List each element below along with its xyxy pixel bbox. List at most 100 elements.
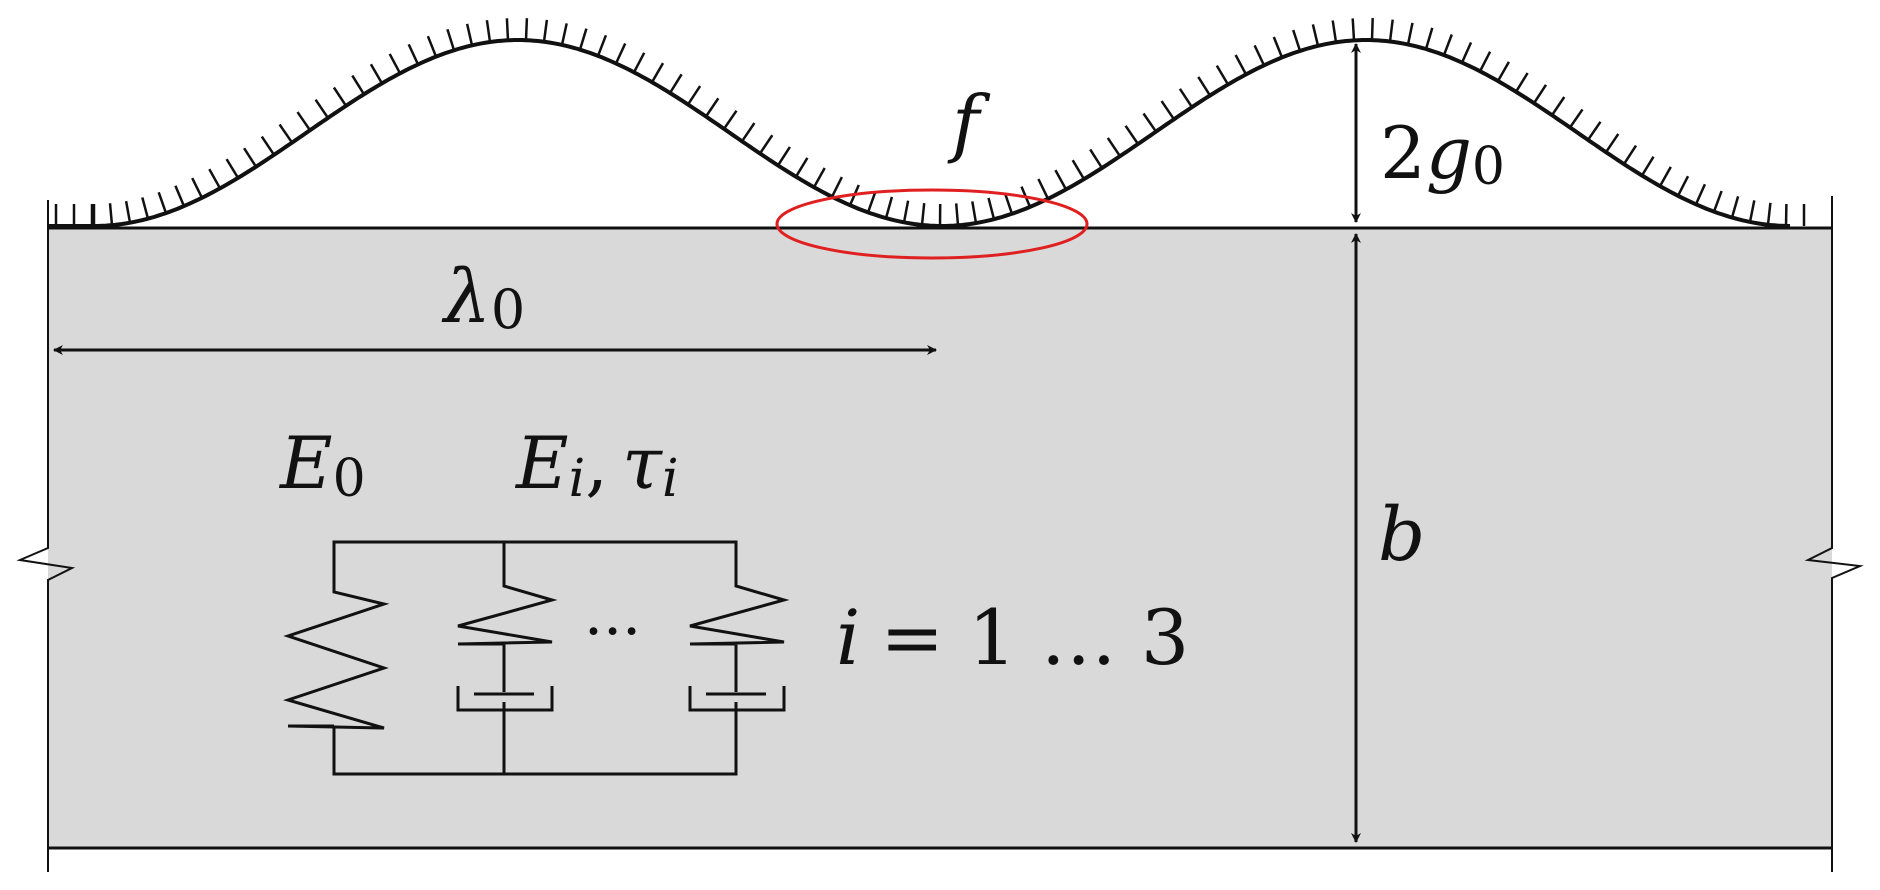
hatch-tick [1640, 156, 1655, 177]
hatch-tick [465, 23, 474, 46]
hatch-tick [1586, 121, 1602, 141]
hatch-tick [1351, 18, 1356, 41]
hatch-tick [1178, 88, 1194, 108]
hatch-tick [812, 167, 826, 188]
hatch-tick [369, 63, 384, 85]
hatch-tick [866, 191, 877, 213]
hatch-tick [1089, 148, 1104, 169]
hatch-tick [174, 185, 186, 207]
hatch-tick [1514, 72, 1529, 93]
hatch-tick [1311, 24, 1320, 47]
hatch-tick [388, 53, 402, 74]
left-break-mark [16, 200, 76, 872]
surface-hatching [54, 18, 1806, 227]
hatch-tick [686, 85, 702, 106]
hatch-tick [1197, 76, 1212, 97]
hatch-tick [560, 23, 568, 46]
hatch-tick [542, 19, 549, 42]
hatch-tick [1568, 108, 1584, 129]
hatch-tick [446, 28, 456, 51]
hatch-tick [1292, 29, 1302, 52]
hatch-tick [884, 196, 894, 219]
hatch-tick [1142, 112, 1158, 133]
hatch-tick [920, 202, 926, 226]
hatch-tick [191, 177, 204, 199]
hatch-tick [1388, 19, 1394, 42]
hatch-tick [1532, 84, 1548, 104]
hatch-tick [1442, 34, 1453, 56]
substrate-block [48, 228, 1832, 848]
hatch-tick [1550, 96, 1566, 116]
hatch-tick [1460, 41, 1473, 64]
hatch-tick [141, 197, 150, 220]
hatch-tick [1331, 20, 1338, 43]
label-dots: ··· [584, 597, 641, 667]
hatch-tick [578, 28, 588, 50]
hatch-tick [971, 201, 978, 224]
hatch-tick [1037, 178, 1050, 200]
hatch-tick [740, 122, 756, 143]
hatch-tick [987, 197, 996, 220]
hatch-tick [1054, 169, 1068, 191]
wavy-rigid-surface [94, 38, 1790, 228]
hatch-tick [124, 200, 132, 223]
hatch-tick [776, 146, 791, 167]
hatch-tick [1215, 64, 1230, 86]
hatch-tick [1712, 190, 1723, 213]
hatch-tick [704, 97, 720, 118]
hatch-tick [278, 123, 294, 144]
hatch-tick [1676, 175, 1690, 197]
hatch-tick [332, 86, 348, 107]
label-spring0: E0 [278, 421, 366, 509]
hatch-tick [650, 62, 665, 83]
hatch-tick [1658, 166, 1672, 187]
hatch-tick [505, 18, 510, 41]
spring-symbol [457, 574, 558, 660]
hatch-tick [1160, 100, 1176, 121]
hatch-tick [614, 42, 627, 65]
hatch-tick [1766, 202, 1772, 225]
label-f: f [947, 80, 991, 166]
hatch-tick [407, 43, 420, 65]
hatch-tick [1106, 137, 1122, 157]
label-branch: Ei,τi [514, 421, 679, 509]
hatch-tick [1272, 36, 1284, 58]
right-break-mark [1804, 196, 1864, 872]
hatch-tick [1406, 22, 1414, 45]
top-rail [332, 540, 738, 574]
hatch-tick [902, 200, 910, 223]
hatch-tick [225, 158, 240, 179]
hatch-tick [794, 157, 809, 178]
hatch-tick [1253, 44, 1266, 66]
hatch-tick [524, 18, 529, 41]
hatch-tick [426, 35, 438, 58]
hatch-tick [296, 111, 312, 131]
hatch-tick [485, 20, 492, 43]
hatch-tick [351, 74, 366, 95]
hatch-tick [1424, 27, 1434, 50]
spring-symbol [689, 574, 790, 660]
spring-symbol [282, 574, 390, 730]
hatch-tick [1622, 144, 1638, 165]
hatch-tick [722, 109, 738, 130]
label-amplitude: 2g0 [1380, 111, 1505, 197]
hatch-tick [208, 168, 222, 189]
hatch-tick [1478, 51, 1492, 72]
hatch-tick [1234, 54, 1248, 75]
label-wavelength: λ0 [441, 254, 525, 341]
dashpot-symbol [456, 660, 554, 712]
hatch-tick [632, 52, 646, 73]
hatch-tick [243, 147, 258, 168]
hatch-tick [668, 73, 683, 94]
hatch-tick [954, 203, 960, 226]
hatch-tick [1370, 18, 1374, 41]
hatch-tick [1730, 196, 1740, 218]
hatch-tick [108, 203, 114, 226]
hatch-tick [314, 98, 330, 119]
hatch-tick [260, 135, 276, 156]
hatch-tick [1124, 125, 1140, 145]
bottom-rail [332, 702, 738, 776]
contact-region-highlight [775, 188, 1089, 260]
hatch-tick [157, 191, 168, 214]
